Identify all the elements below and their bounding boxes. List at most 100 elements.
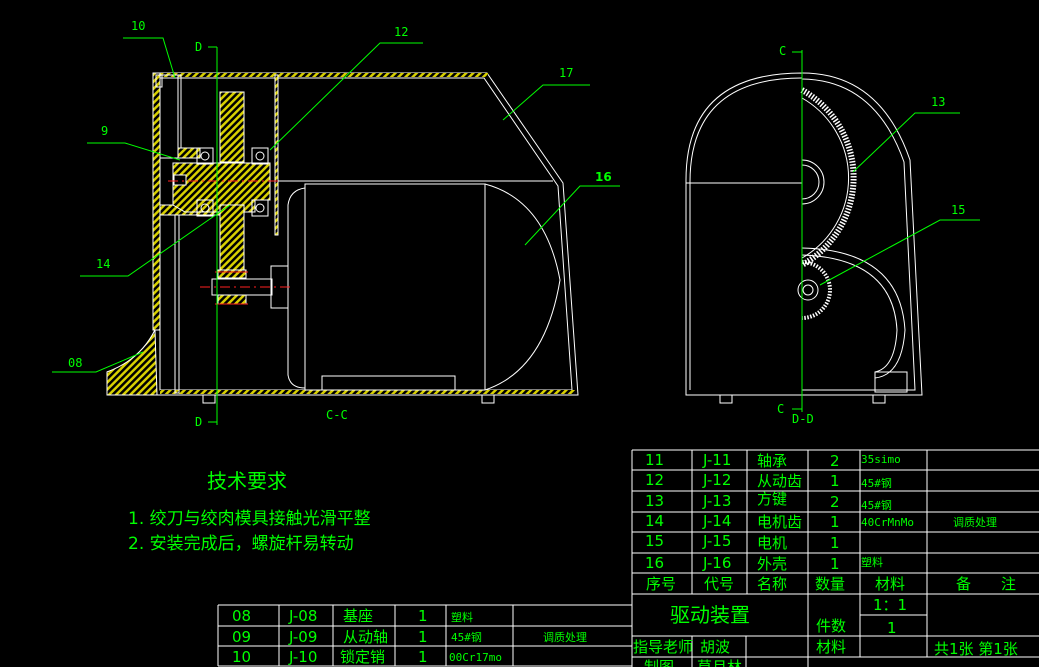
svg-text:代号: 代号 bbox=[704, 575, 734, 593]
svg-text:13: 13 bbox=[645, 492, 664, 510]
motor-gear-15 bbox=[797, 260, 832, 320]
material-label: 材料 bbox=[816, 638, 846, 656]
balloon-13: 13 bbox=[931, 95, 945, 109]
svg-text:2: 2 bbox=[830, 493, 840, 511]
drawing-title: 驱动装置 bbox=[670, 603, 750, 627]
table-row: 10 J-10 锁定销 1 00Cr17mo bbox=[232, 648, 502, 666]
table-row: 09 J-09 从动轴 1 45#钢 调质处理 bbox=[232, 628, 587, 646]
svg-text:序号: 序号 bbox=[646, 575, 676, 593]
section-mark-d-bottom: D bbox=[195, 415, 202, 429]
svg-text:12: 12 bbox=[645, 471, 664, 489]
svg-text:40CrMnMo: 40CrMnMo bbox=[861, 516, 914, 529]
balloon-16: 16 bbox=[595, 170, 612, 184]
svg-text:轴承: 轴承 bbox=[757, 452, 787, 470]
svg-text:从动轴: 从动轴 bbox=[343, 628, 388, 646]
qty-value: 1 bbox=[887, 619, 897, 637]
svg-text:J-15: J-15 bbox=[702, 532, 731, 550]
svg-text:1: 1 bbox=[830, 472, 840, 490]
table-row: 13 J-13 方键 2 45#钢 bbox=[645, 490, 892, 512]
advisor-label: 指导老师 bbox=[633, 638, 693, 656]
balloon-10: 10 bbox=[131, 19, 145, 33]
svg-text:45#钢: 45#钢 bbox=[861, 499, 892, 512]
table-row: 14 J-14 电机齿 1 40CrMnMo 调质处理 bbox=[645, 512, 997, 531]
svg-text:J-10: J-10 bbox=[288, 648, 317, 666]
svg-text:16: 16 bbox=[645, 554, 664, 572]
svg-text:电机齿: 电机齿 bbox=[757, 513, 802, 531]
balloon-14: 14 bbox=[96, 257, 110, 271]
svg-text:名称: 名称 bbox=[757, 575, 787, 593]
svg-text:J-09: J-09 bbox=[288, 628, 317, 646]
balloon-12: 12 bbox=[394, 25, 408, 39]
base-08 bbox=[106, 329, 158, 396]
table-row: 11 J-11 轴承 2 35simo bbox=[645, 451, 901, 470]
svg-text:从动齿: 从动齿 bbox=[757, 472, 802, 490]
section-view-dd bbox=[685, 50, 923, 412]
balloon-15: 15 bbox=[951, 203, 965, 217]
balloon-17: 17 bbox=[559, 66, 573, 80]
svg-text:08: 08 bbox=[232, 607, 251, 625]
motor-15 bbox=[278, 180, 561, 391]
svg-text:1: 1 bbox=[830, 534, 840, 552]
motor-gear-14 bbox=[217, 269, 247, 279]
svg-text:材料: 材料 bbox=[875, 575, 905, 593]
svg-text:J-14: J-14 bbox=[702, 512, 731, 530]
table-row: 12 J-12 从动齿 1 45#钢 bbox=[645, 471, 892, 490]
section-mark-c-top: C bbox=[779, 44, 786, 58]
balloon-9: 9 bbox=[101, 124, 108, 138]
svg-text:塑料: 塑料 bbox=[451, 610, 473, 624]
tech-requirements-title: 技术要求 bbox=[207, 469, 287, 493]
svg-text:调质处理: 调质处理 bbox=[953, 516, 997, 529]
svg-text:1: 1 bbox=[830, 555, 840, 573]
tech-requirement-1: 1. 绞刀与绞肉模具接触光滑平整 bbox=[128, 509, 371, 529]
svg-text:备 注: 备 注 bbox=[956, 575, 1016, 593]
lower-row-10-name: 锁定销 bbox=[340, 648, 385, 666]
lower-row-10-material: 00Cr17mo bbox=[449, 651, 502, 664]
svg-text:J-13: J-13 bbox=[702, 492, 731, 510]
svg-text:2: 2 bbox=[830, 452, 840, 470]
drawn-by: 莫月林 bbox=[697, 658, 742, 667]
parts-table bbox=[631, 449, 1039, 667]
sheet-count: 共1张 第1张 bbox=[934, 640, 1018, 658]
advisor-name: 胡波 bbox=[700, 638, 730, 656]
svg-text:1: 1 bbox=[830, 513, 840, 531]
svg-text:数量: 数量 bbox=[815, 575, 845, 593]
svg-text:45#钢: 45#钢 bbox=[451, 631, 482, 644]
section-mark-d-top: D bbox=[195, 40, 202, 54]
large-gear-13 bbox=[800, 87, 857, 268]
view-label-cc: C-C bbox=[326, 408, 348, 422]
section-mark-c-bottom: C bbox=[777, 402, 784, 416]
svg-text:35simo: 35simo bbox=[861, 453, 901, 466]
svg-text:11: 11 bbox=[645, 451, 664, 469]
svg-text:调质处理: 调质处理 bbox=[543, 631, 587, 644]
svg-text:09: 09 bbox=[232, 628, 251, 646]
table-header: 序号 代号 名称 数量 材料 备 注 bbox=[646, 575, 1016, 593]
svg-text:1: 1 bbox=[418, 628, 428, 646]
drawn-label: 制图 bbox=[644, 658, 674, 667]
svg-text:电机: 电机 bbox=[757, 534, 787, 552]
bearings-11 bbox=[196, 147, 269, 217]
table-row: 08 J-08 基座 1 塑料 bbox=[232, 607, 473, 625]
svg-text:基座: 基座 bbox=[343, 607, 373, 625]
svg-text:14: 14 bbox=[645, 512, 664, 530]
scale: 1：1 bbox=[873, 596, 907, 614]
svg-text:J-12: J-12 bbox=[702, 471, 731, 489]
qty-label: 件数 bbox=[816, 617, 846, 635]
svg-text:J-08: J-08 bbox=[288, 607, 317, 625]
leader-lines bbox=[52, 37, 980, 423]
svg-text:塑料: 塑料 bbox=[861, 555, 883, 569]
svg-text:1: 1 bbox=[418, 648, 428, 666]
svg-text:10: 10 bbox=[232, 648, 251, 666]
svg-text:J-11: J-11 bbox=[702, 451, 731, 469]
view-label-dd: D-D bbox=[792, 412, 814, 426]
svg-text:外壳: 外壳 bbox=[757, 555, 787, 573]
driven-gear-12 bbox=[219, 91, 245, 163]
section-view-cc bbox=[106, 47, 579, 425]
svg-text:45#钢: 45#钢 bbox=[861, 477, 892, 490]
svg-text:1: 1 bbox=[418, 607, 428, 625]
svg-text:方键: 方键 bbox=[757, 490, 787, 508]
balloon-08: 08 bbox=[68, 356, 82, 370]
lower-parts-table bbox=[217, 604, 632, 667]
